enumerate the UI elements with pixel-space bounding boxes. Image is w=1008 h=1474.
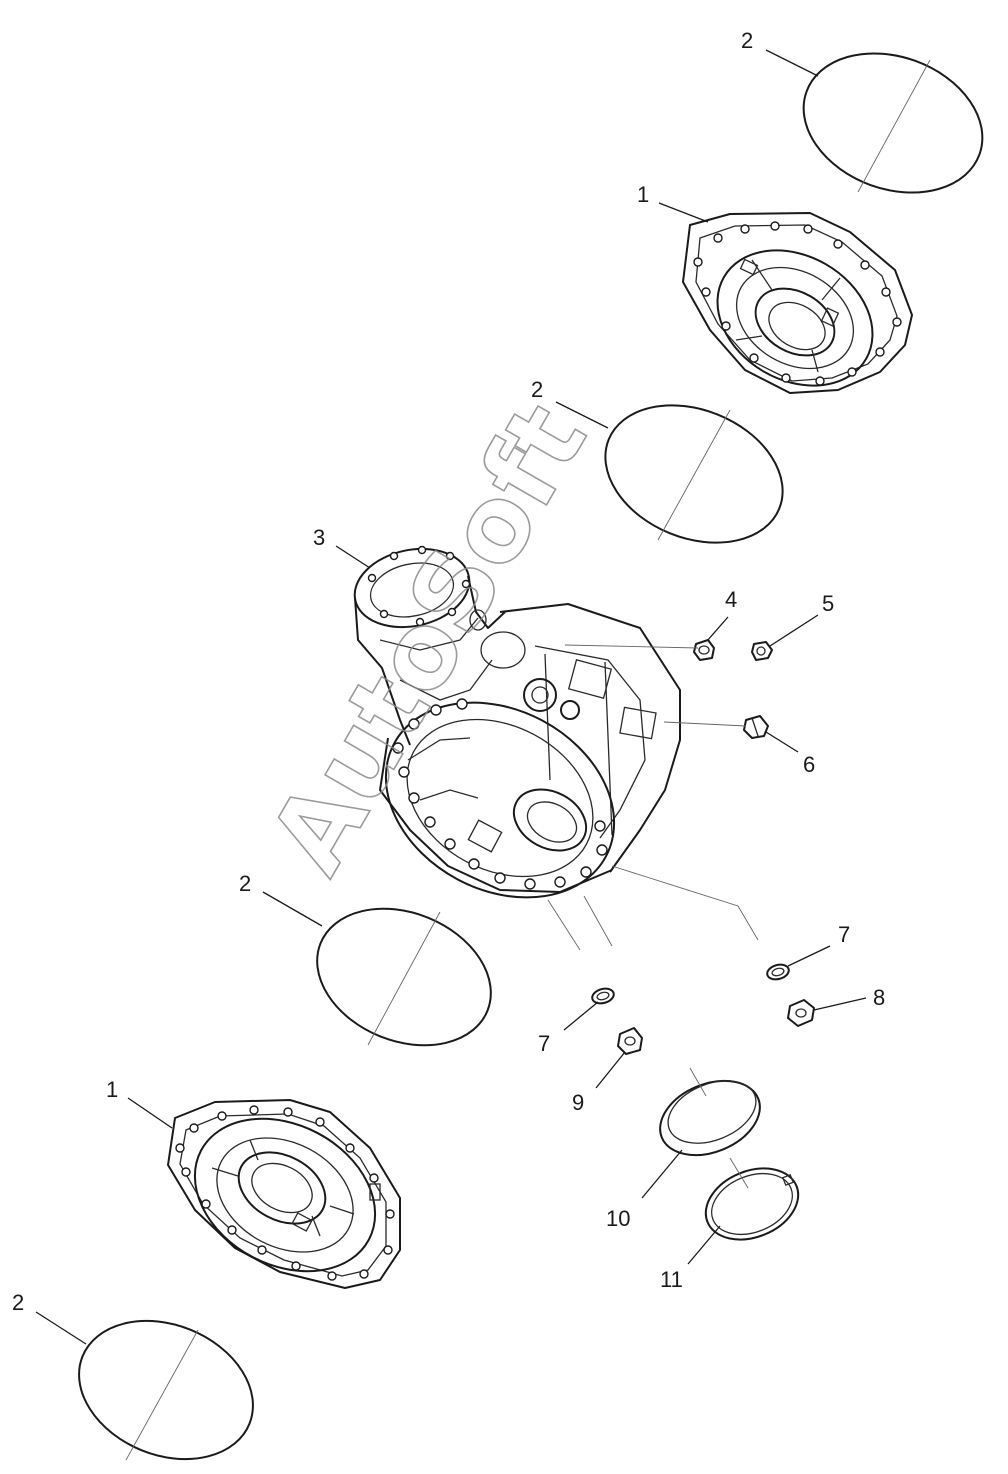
callout-flange-bottom: 1 [106,1077,118,1102]
drain-plug-8 [787,999,815,1027]
axle-housing [353,545,681,899]
plug-4 [693,639,715,661]
o-ring-top [802,52,984,194]
callout-plug-4: 4 [725,587,737,612]
callout-flange-top: 1 [637,182,649,207]
callout-washer-7-left: 7 [538,1031,550,1056]
assembly-axis-lines [547,644,759,1189]
callout-labels: 2 1 2 3 4 5 6 2 7 7 8 9 1 10 11 2 [12,28,885,1315]
drain-plug-9 [617,1027,643,1055]
callout-drain-plug-9: 9 [572,1090,584,1115]
retaining-ring-11 [704,1167,800,1241]
o-ring-middle [604,404,784,544]
breather-valve-6 [743,715,769,739]
callout-plug-5: 5 [822,591,834,616]
o-ring-bottom [78,1319,254,1461]
watermark-logo: AutoSoft [246,384,610,893]
callout-drain-plug-8: 8 [873,985,885,1010]
washer-7-right [766,963,790,981]
flange-cover-top [682,212,913,394]
bolt-holes-top-flange [693,221,902,386]
seal-ring-10 [659,1079,761,1157]
leader-lines [35,49,867,1345]
bolt-holes-housing-flange [392,698,608,890]
washer-7-left [591,987,615,1005]
bolt-holes-housing-neck [367,545,471,627]
callout-o-ring-bottom: 2 [12,1290,24,1315]
callout-seal-ring-10: 10 [606,1206,630,1231]
callout-housing: 3 [313,525,325,550]
callout-o-ring-top: 2 [741,28,753,53]
callout-retaining-ring-11: 11 [660,1267,683,1292]
callout-breather-6: 6 [803,752,815,777]
bolt-holes-bottom-flange [175,1105,395,1281]
plug-5 [751,641,773,661]
o-ring-lower [316,907,492,1047]
flange-cover-bottom [167,1099,401,1289]
callout-o-ring-middle: 2 [531,377,543,402]
callout-washer-7-right: 7 [838,922,850,947]
callout-o-ring-lower: 2 [239,871,251,896]
